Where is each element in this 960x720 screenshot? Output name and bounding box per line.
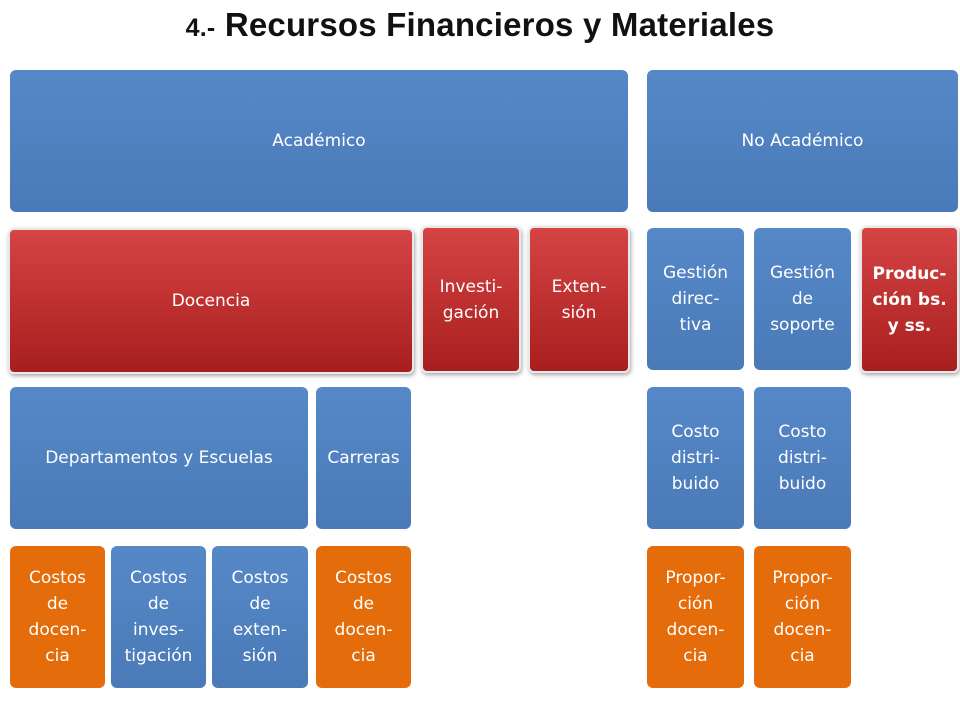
costos-investigacion-box: Costos de inves- tigación <box>111 546 206 688</box>
costos-docencia-carreras-box: Costos de docen- cia <box>316 546 411 688</box>
costo-distribuido-soporte-box: Costo distri- buido <box>754 387 851 529</box>
docencia-box: Docencia <box>8 228 414 374</box>
produccion-box: Produc- ción bs. y ss. <box>860 226 959 373</box>
departamentos-escuelas-box: Departamentos y Escuelas <box>10 387 308 529</box>
page-title: 4.- Recursos Financieros y Materiales <box>0 6 960 44</box>
proporcion-docencia-directiva-box: Propor- ción docen- cia <box>647 546 744 688</box>
carreras-box: Carreras <box>316 387 411 529</box>
extension-box: Exten- sión <box>528 226 630 373</box>
title-number: 4.- <box>185 14 216 42</box>
investigacion-box: Investi- gación <box>421 226 521 373</box>
costos-docencia-box: Costos de docen- cia <box>10 546 105 688</box>
costo-distribuido-directiva-box: Costo distri- buido <box>647 387 744 529</box>
academico-box: Académico <box>10 70 628 212</box>
gestion-directiva-box: Gestión direc- tiva <box>647 228 744 370</box>
no-academico-box: No Académico <box>647 70 958 212</box>
title-text: Recursos Financieros y Materiales <box>224 6 775 43</box>
gestion-soporte-box: Gestión de soporte <box>754 228 851 370</box>
costos-extension-box: Costos de exten- sión <box>212 546 308 688</box>
proporcion-docencia-soporte-box: Propor- ción docen- cia <box>754 546 851 688</box>
